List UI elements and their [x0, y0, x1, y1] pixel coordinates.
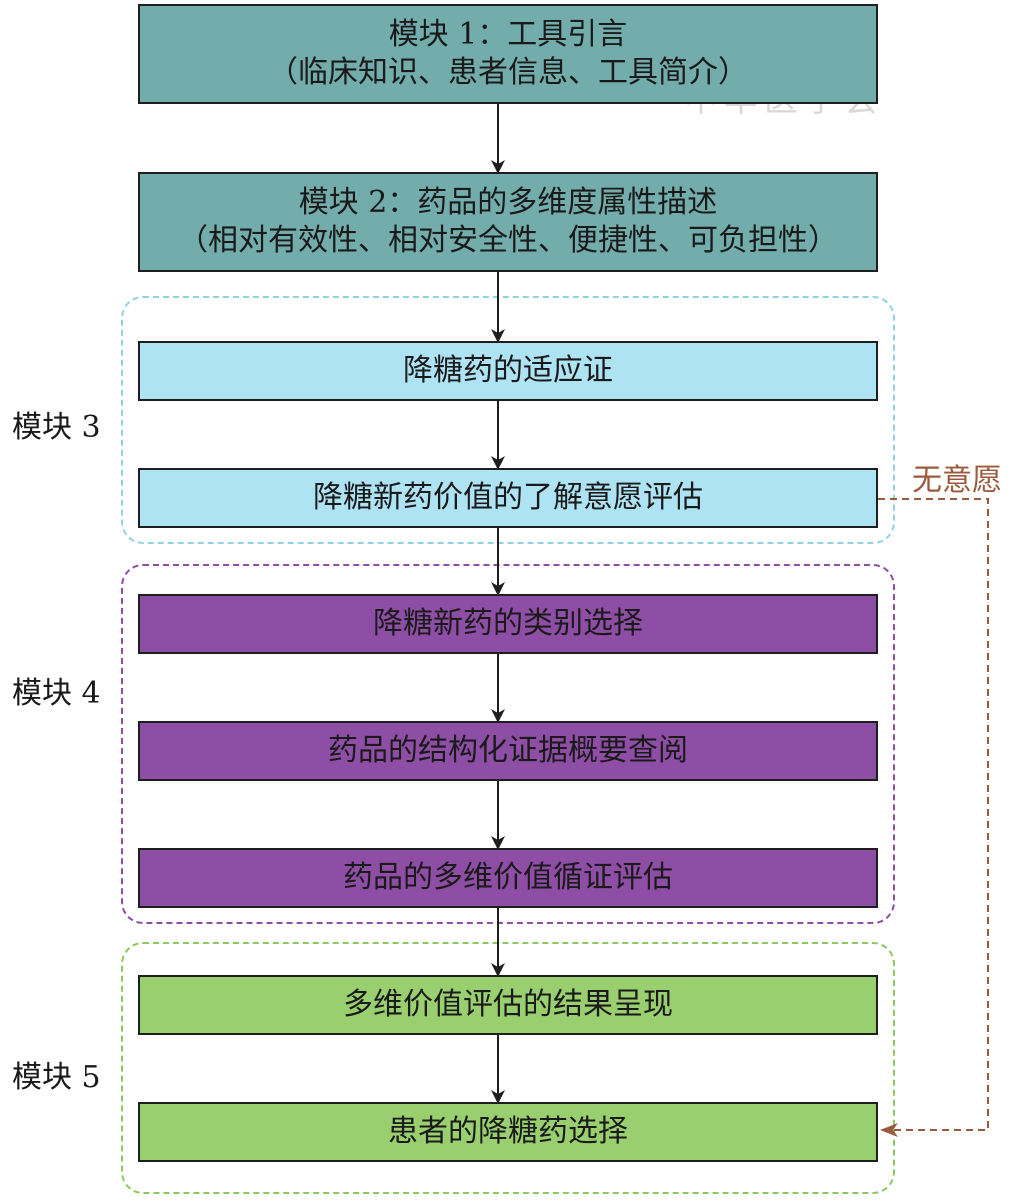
- module5-group: [121, 942, 895, 1194]
- module3-label: 模块 3: [12, 410, 101, 445]
- step-evidence-label: 药品的结构化证据概要查阅: [328, 733, 688, 768]
- module2-subtitle: （相对有效性、相对安全性、便捷性、可负担性）: [178, 223, 838, 258]
- step-willingness: 降糖新药价值的了解意愿评估: [138, 468, 878, 528]
- step-indication: 降糖药的适应证: [138, 341, 878, 401]
- module2-title: 模块 2：药品的多维度属性描述: [298, 185, 718, 220]
- step-value-assessment-label: 药品的多维价值循证评估: [343, 860, 673, 895]
- step-results: 多维价值评估的结果呈现: [138, 975, 878, 1035]
- step-willingness-label: 降糖新药价值的了解意愿评估: [313, 480, 703, 515]
- step-value-assessment: 药品的多维价值循证评估: [138, 848, 878, 908]
- step-category: 降糖新药的类别选择: [138, 594, 878, 654]
- step-evidence: 药品的结构化证据概要查阅: [138, 721, 878, 781]
- step-indication-label: 降糖药的适应证: [403, 353, 613, 388]
- module1-box: 模块 1：工具引言 （临床知识、患者信息、工具简介）: [138, 4, 878, 104]
- no-intention-label: 无意愿: [912, 463, 1002, 498]
- step-results-label: 多维价值评估的结果呈现: [343, 987, 673, 1022]
- step-category-label: 降糖新药的类别选择: [373, 606, 643, 641]
- step-choice: 患者的降糖药选择: [138, 1102, 878, 1162]
- step-choice-label: 患者的降糖药选择: [388, 1114, 628, 1149]
- module2-box: 模块 2：药品的多维度属性描述 （相对有效性、相对安全性、便捷性、可负担性）: [138, 172, 878, 272]
- module4-label: 模块 4: [12, 676, 101, 711]
- module3-group: [121, 296, 895, 544]
- module1-subtitle: （临床知识、患者信息、工具简介）: [268, 55, 748, 90]
- module5-label: 模块 5: [12, 1060, 101, 1095]
- module4-group: [121, 564, 895, 924]
- arrow-no-intention: [878, 498, 989, 1137]
- module1-title: 模块 1：工具引言: [388, 17, 628, 52]
